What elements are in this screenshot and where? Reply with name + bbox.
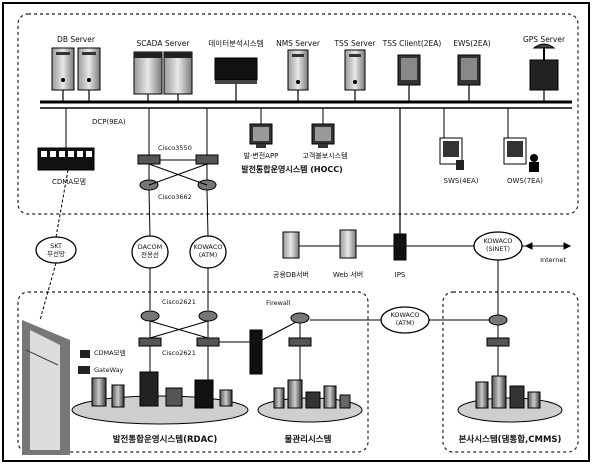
app-pc-label: 발·변전APP (244, 151, 279, 160)
dam-router-icon (288, 312, 312, 385)
internet-label: Internet (540, 256, 566, 264)
scada-server-icon (133, 51, 193, 95)
rdac-router-icon (138, 310, 220, 347)
tss-server-icon (344, 49, 366, 91)
web-server-icon (339, 229, 357, 259)
cisco-d-label: Cisco2621 (162, 349, 196, 357)
gps-server-label: GPS Server (523, 35, 566, 44)
db-server-icon (51, 47, 101, 91)
dcp-label: DCP(9EA) (92, 118, 126, 126)
data-system-label: 데이터분석시스템 (208, 38, 263, 48)
web-server-label: Web 서버 (333, 270, 363, 279)
top-drops (62, 84, 545, 102)
cdma-modem-icon (80, 350, 90, 358)
hq-group (442, 291, 579, 453)
tss-server-label: TSS Server (333, 39, 376, 48)
hq-platform-icon (457, 375, 563, 423)
rdac-group (17, 291, 369, 453)
cisco-links (148, 108, 208, 186)
scada-server-label: SCADA Server (137, 39, 191, 48)
kowaco-sinet-label: KOWACO(SINET) (483, 237, 512, 253)
tss-client-icon (397, 54, 421, 86)
gps-server-icon (529, 43, 559, 91)
kowaco-atm-label: KOWACO(ATM) (193, 243, 222, 259)
dam-system-label: 물관리시스템 (285, 434, 332, 445)
cloud-links (39, 169, 209, 321)
cdma-modem2-label: CDMA모뎀 (94, 349, 126, 357)
ows-label: OWS(7EA) (507, 177, 543, 185)
cdma-module-label: CDMA모뎀 (52, 177, 86, 186)
ews-label: EWS(2EA) (453, 39, 490, 48)
sws-label: SWS(4EA) (444, 177, 479, 185)
firewall-link (261, 319, 301, 341)
firewall-icon (249, 329, 263, 375)
hocc-group (17, 13, 579, 215)
hq-router-icon (486, 314, 510, 385)
gateway-label: GateWay (94, 366, 124, 374)
tss-client-label: TSS Client(2EA) (382, 39, 442, 48)
public-db-label: 공용DB서버 (273, 270, 309, 279)
kowaco-atm2-label: KOWACO(ATM) (390, 311, 419, 327)
rdac-label: 발전통합운영시스템(RDAC) (113, 434, 218, 445)
hocc-label: 발전통합운영시스템 (HOCC) (241, 164, 343, 174)
rdac-platform-icon (71, 371, 249, 425)
ips-icon (393, 233, 407, 261)
ows-icon (503, 108, 539, 172)
firewall-label: Firewall (266, 299, 291, 307)
cisco-c-label: Cisco2621 (162, 298, 196, 306)
dcp-rack-icon (37, 147, 95, 171)
nms-server-icon (287, 49, 309, 91)
cisco-a-label: Cisco3550 (158, 144, 192, 152)
hq-system-label: 본사시스템(댐통합,CMMS) (459, 434, 562, 445)
cdma-photo (22, 320, 70, 455)
ews-icon (457, 54, 481, 86)
cisco-b-label: Cisco3662 (158, 193, 192, 201)
public-db-icon (282, 231, 300, 259)
ips-label: IPS (395, 271, 406, 279)
app-pc-icon (249, 123, 335, 148)
dam-platform-icon (257, 379, 363, 423)
customer-system-label: 고객불보시스템 (302, 151, 347, 160)
sws-icon (439, 108, 464, 170)
data-system-icon (214, 57, 258, 84)
db-server-label: DB Server (57, 35, 96, 44)
gateway-icon (78, 366, 90, 374)
nms-server-label: NMS Server (276, 39, 321, 48)
internet-arrow (522, 242, 572, 250)
rdac-links (149, 320, 250, 380)
